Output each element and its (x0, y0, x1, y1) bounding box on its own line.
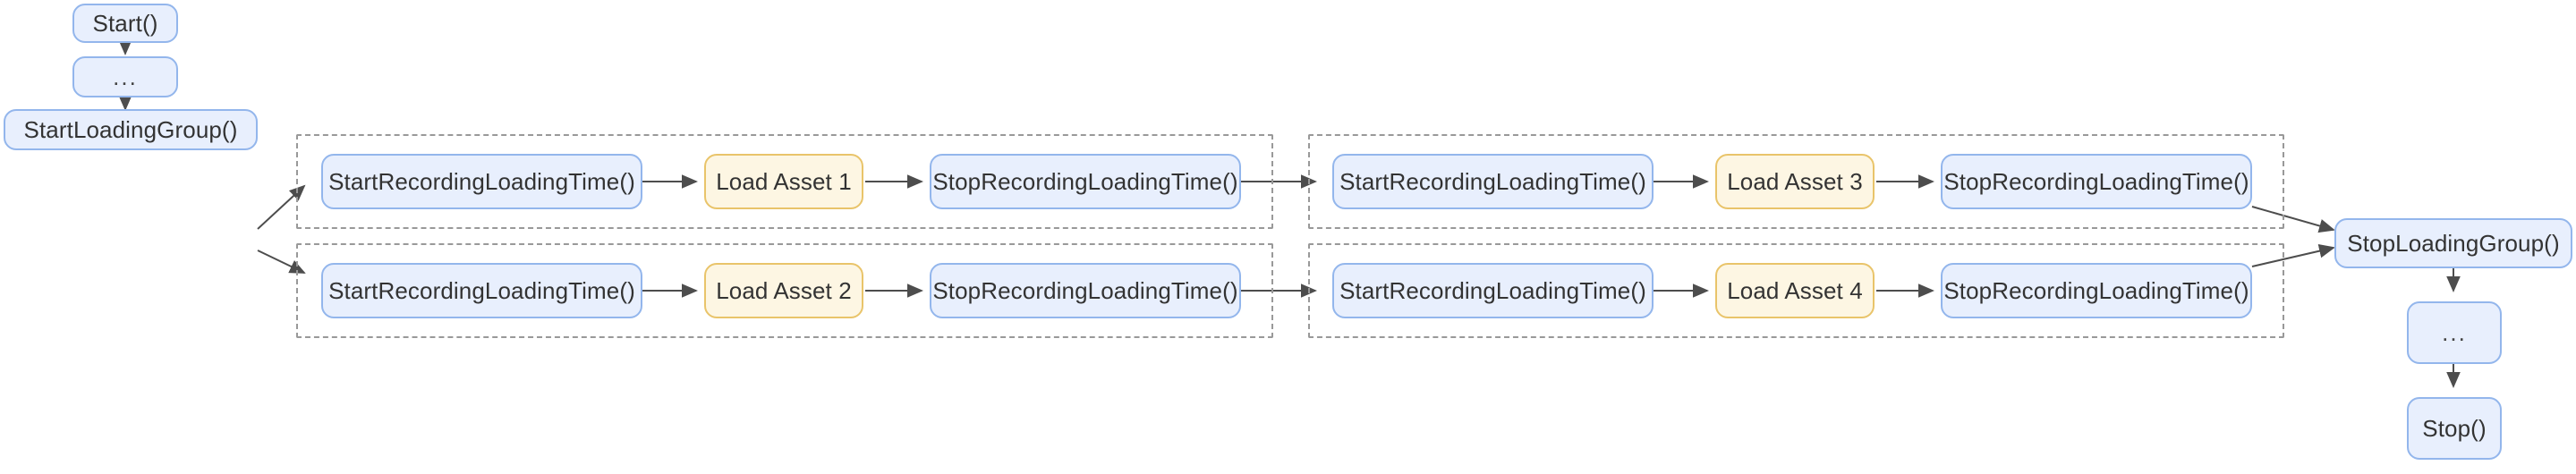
node-stop[interactable]: Stop() (2407, 397, 2502, 460)
lane-1-start-recording-label: StartRecordingLoadingTime() (328, 167, 635, 195)
lane-4-stop-recording[interactable]: StopRecordingLoadingTime() (1941, 263, 2252, 318)
node-exit-ellipsis[interactable]: ... (2407, 301, 2502, 364)
lane-2-stop-recording[interactable]: StopRecordingLoadingTime() (930, 263, 1241, 318)
node-start-loading-group[interactable]: StartLoadingGroup() (4, 109, 258, 150)
lane-2-load-asset-label: Load Asset 2 (716, 276, 852, 304)
lane-1-stop-recording[interactable]: StopRecordingLoadingTime() (930, 154, 1241, 209)
node-start-label: Start() (92, 9, 158, 37)
lane-2-load-asset[interactable]: Load Asset 2 (704, 263, 863, 318)
lane-3-load-asset[interactable]: Load Asset 3 (1715, 154, 1875, 209)
lane-2-start-recording-label: StartRecordingLoadingTime() (328, 276, 635, 304)
lane-container-3 (1308, 134, 2284, 229)
lane-container-2 (296, 243, 1273, 338)
lane-3-start-recording[interactable]: StartRecordingLoadingTime() (1332, 154, 1654, 209)
node-entry-ellipsis[interactable]: ... (72, 56, 178, 97)
lane-4-start-recording[interactable]: StartRecordingLoadingTime() (1332, 263, 1654, 318)
lane-3-stop-recording[interactable]: StopRecordingLoadingTime() (1941, 154, 2252, 209)
node-exit-ellipsis-label: ... (2442, 318, 2467, 346)
lane-container-4 (1308, 243, 2284, 338)
lane-2-start-recording[interactable]: StartRecordingLoadingTime() (321, 263, 642, 318)
node-entry-ellipsis-label: ... (113, 63, 138, 90)
node-stop-label: Stop() (2422, 414, 2487, 442)
node-start-loading-group-label: StartLoadingGroup() (23, 115, 238, 143)
lane-1-load-asset-label: Load Asset 1 (716, 167, 852, 195)
lane-2-stop-recording-label: StopRecordingLoadingTime() (932, 276, 1238, 304)
node-stop-loading-group[interactable]: StopLoadingGroup() (2334, 218, 2572, 268)
node-stop-loading-group-label: StopLoadingGroup() (2347, 229, 2560, 257)
node-start[interactable]: Start() (72, 4, 178, 43)
lane-4-start-recording-label: StartRecordingLoadingTime() (1339, 276, 1646, 304)
lane-1-load-asset[interactable]: Load Asset 1 (704, 154, 863, 209)
lane-container-1 (296, 134, 1273, 229)
lane-3-load-asset-label: Load Asset 3 (1727, 167, 1863, 195)
lane-3-stop-recording-label: StopRecordingLoadingTime() (1943, 167, 2249, 195)
lane-4-load-asset-label: Load Asset 4 (1727, 276, 1863, 304)
lane-3-start-recording-label: StartRecordingLoadingTime() (1339, 167, 1646, 195)
lane-4-stop-recording-label: StopRecordingLoadingTime() (1943, 276, 2249, 304)
lane-4-load-asset[interactable]: Load Asset 4 (1715, 263, 1875, 318)
lane-1-stop-recording-label: StopRecordingLoadingTime() (932, 167, 1238, 195)
lane-1-start-recording[interactable]: StartRecordingLoadingTime() (321, 154, 642, 209)
